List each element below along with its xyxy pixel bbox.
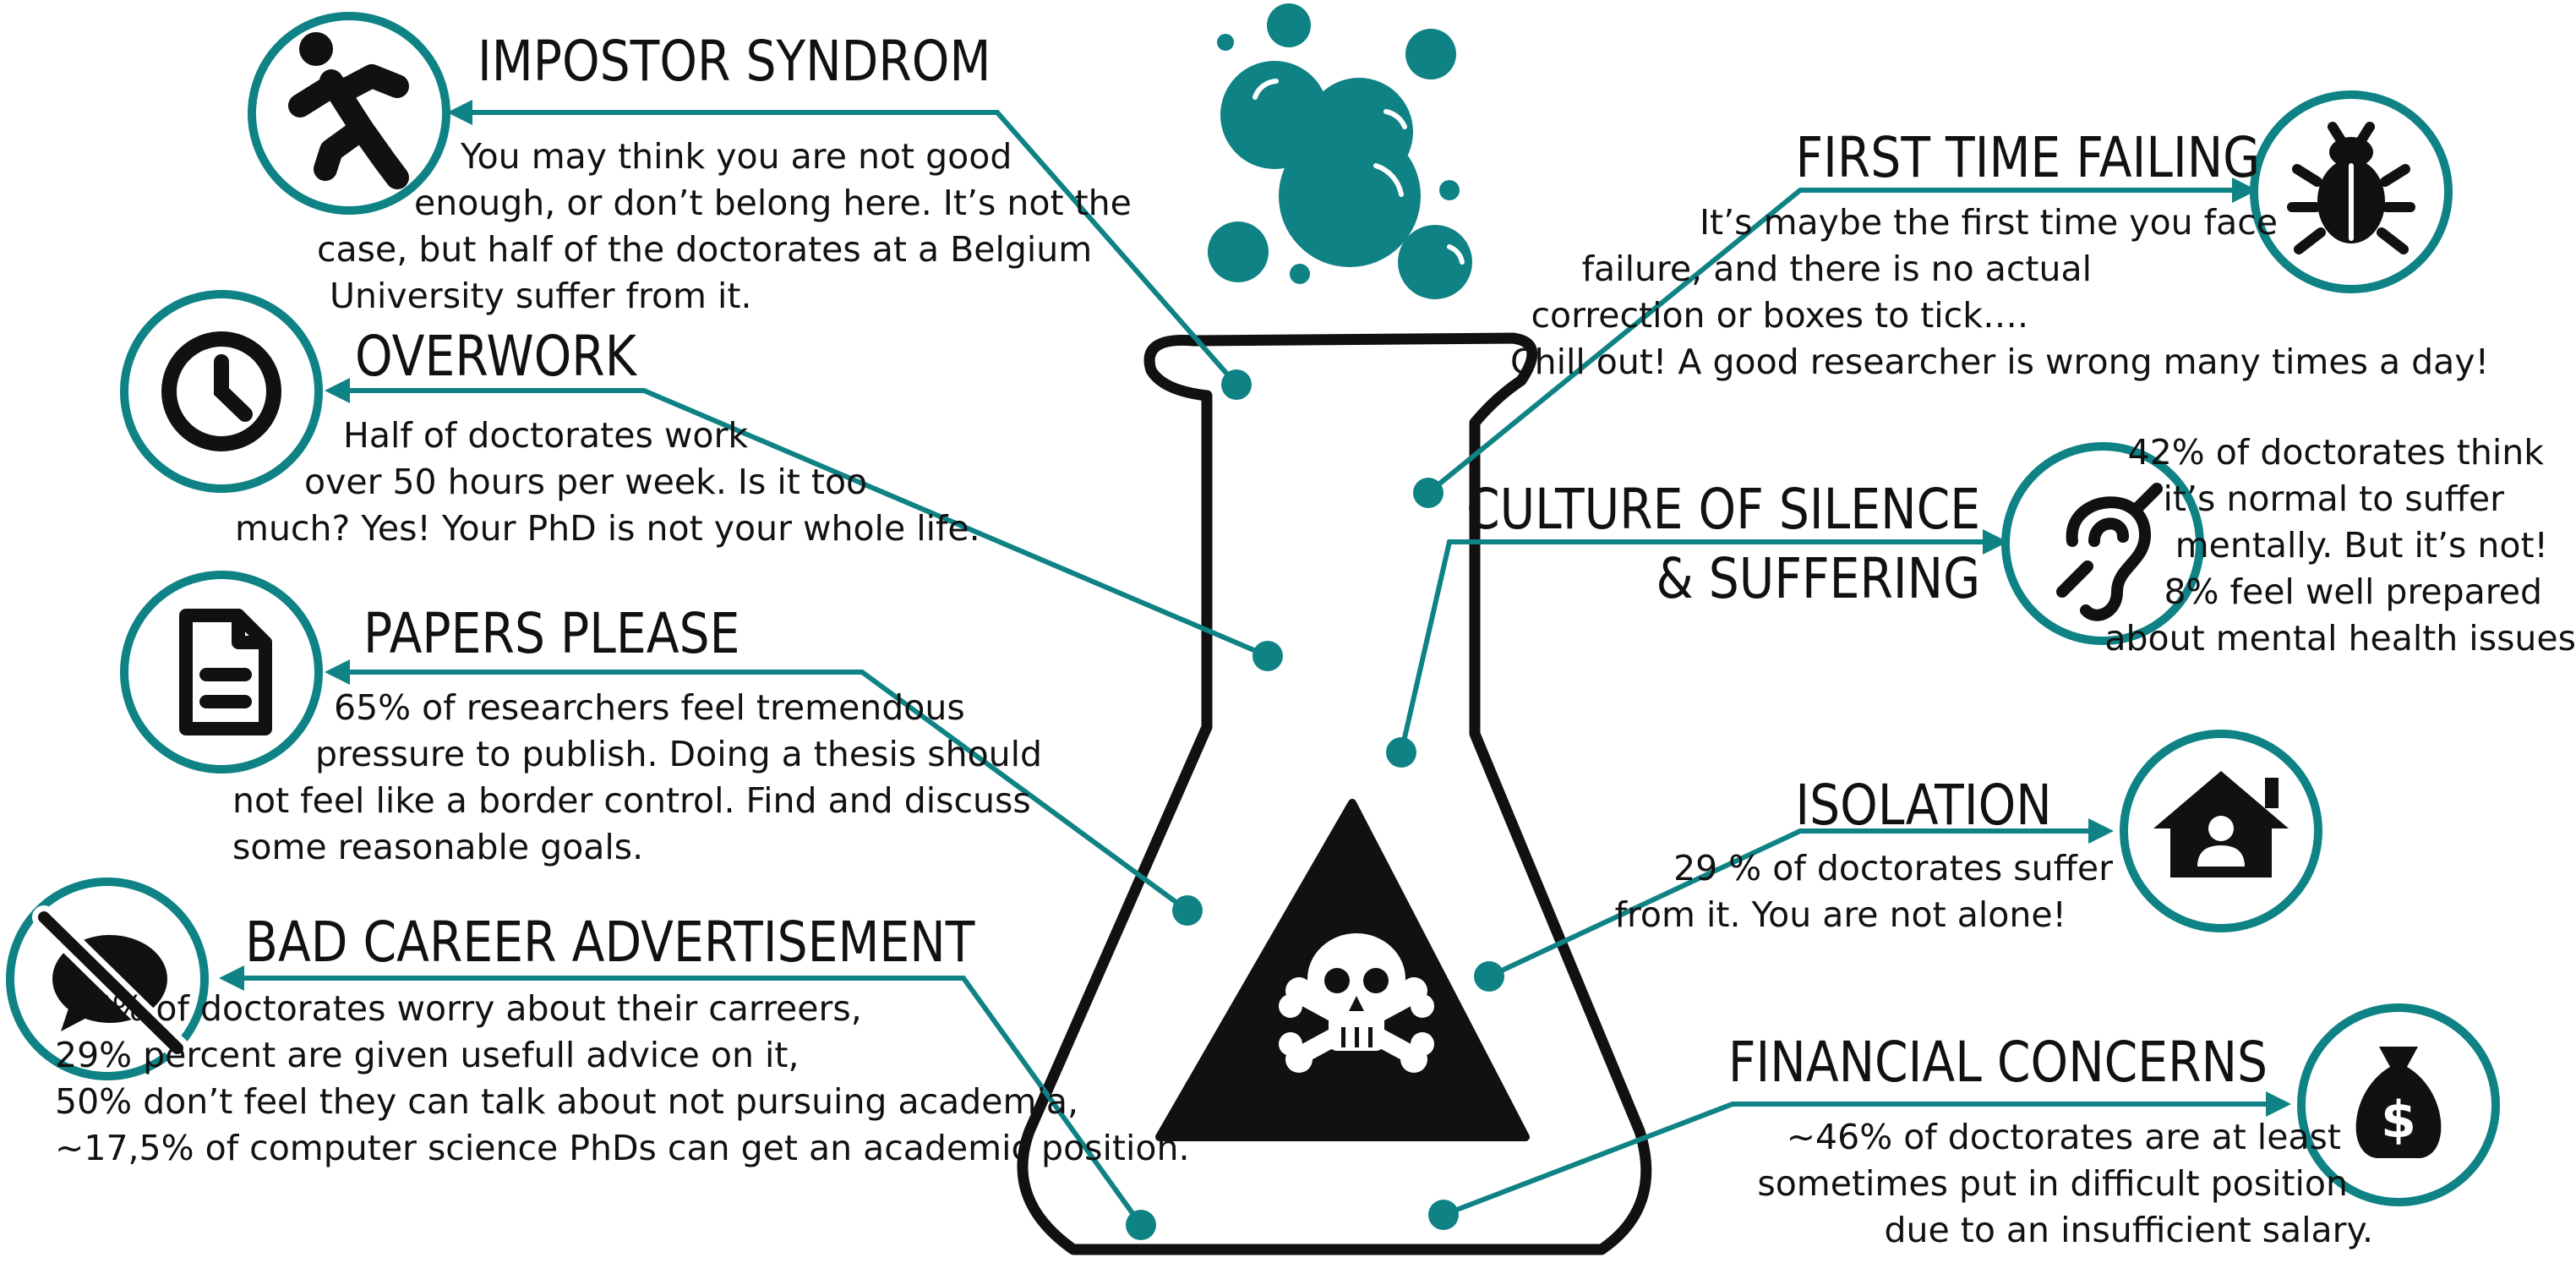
financial-title: FINANCIAL CONCERNS (1727, 1030, 2268, 1095)
flask-icon (1017, 332, 1652, 1255)
silence-title-line1: CULTURE OF SILENCE (1465, 477, 1980, 542)
papers-line: 65% of researchers feel tremendous (334, 687, 965, 728)
bug-icon (2287, 122, 2415, 254)
overwork-line: over 50 hours per week. Is it too (304, 462, 868, 502)
financial-line: ~46% of doctorates are at least (1786, 1117, 2341, 1157)
silence-text: 42% of doctorates think it’s normal to s… (2104, 429, 2576, 662)
silence-line: 8% feel well prepared (2164, 571, 2542, 612)
falling-person-icon (288, 32, 409, 189)
career-line: 29% percent are given usefull advice on … (55, 1035, 800, 1075)
silence-title-line2: & SUFFERING (1656, 546, 1980, 611)
papers-text: 65% of researchers feel tremendous press… (232, 685, 1042, 871)
papers-title: PAPERS PLEASE (363, 601, 740, 666)
isolation-title: ISOLATION (1795, 773, 2052, 838)
career-title: BAD CAREER ADVERTISEMENT (245, 910, 975, 975)
financial-line: sometimes put in difficult position (1757, 1163, 2348, 1204)
financial-line: due to an insufficient salary. (1884, 1210, 2373, 1250)
overwork-title: OVERWORK (355, 324, 636, 389)
isolation-text: 29 % of doctorates suffer from it. You a… (1615, 845, 2113, 938)
papers-line: some reasonable goals. (232, 827, 644, 867)
connectors (219, 100, 2291, 1227)
skull-crossbones-warning-icon (1155, 799, 1530, 1141)
impostor-line: You may think you are not good (461, 136, 1012, 177)
muted-speech-bubble-icon (32, 905, 189, 1060)
overwork-line: Half of doctorates work (343, 415, 749, 456)
impostor-line: University suffer from it. (330, 276, 752, 316)
hearing-impaired-ear-icon (2056, 483, 2163, 621)
papers-line: pressure to publish. Doing a thesis shou… (315, 734, 1043, 774)
clock-icon (161, 331, 281, 451)
failing-title: FIRST TIME FAILING (1795, 125, 2260, 190)
silence-line: mentally. But it’s not! (2175, 525, 2548, 566)
isolation-line: from it. You are not alone! (1614, 894, 2066, 935)
money-bag-icon: $ (2355, 1047, 2442, 1158)
impostor-text: You may think you are not good enough, o… (317, 134, 1132, 320)
impostor-title: IMPOSTOR SYNDROM (478, 29, 991, 94)
isolation-line: 29 % of doctorates suffer (1673, 848, 2113, 888)
impostor-line: enough, or don’t belong here. It’s not t… (414, 183, 1132, 223)
failing-line: failure, and there is no actual (1581, 249, 2092, 289)
bubbles-icon (1208, 3, 1472, 299)
silence-line: it’s normal to suffer (2163, 478, 2504, 519)
failing-line: It’s maybe the first time you face (1699, 202, 2278, 243)
overwork-text: Half of doctorates work over 50 hours pe… (235, 413, 980, 552)
failing-text: It’s maybe the first time you face failu… (1510, 200, 2489, 385)
silence-line: about mental health issues (2104, 618, 2576, 659)
financial-text: ~46% of doctorates are at least sometime… (1757, 1114, 2373, 1254)
papers-line: not feel like a border control. Find and… (232, 780, 1031, 821)
career-text: 36% of doctorates worry about their carr… (55, 986, 1190, 1172)
document-icon (179, 609, 272, 735)
overwork-line: much? Yes! Your PhD is not your whole li… (235, 508, 980, 549)
impostor-line: case, but half of the doctorates at a Be… (317, 229, 1093, 270)
connector-dots (1126, 369, 1504, 1240)
career-line: 36% of doctorates worry about their carr… (68, 988, 862, 1029)
career-line: 50% don’t feel they can talk about not p… (55, 1081, 1079, 1122)
svg-text:$: $ (2381, 1091, 2416, 1150)
failing-line: correction or boxes to tick…. (1531, 295, 2028, 336)
house-person-icon (2153, 771, 2289, 878)
failing-line: Chill out! A good researcher is wrong ma… (1509, 342, 2489, 382)
silence-line: 42% of doctorates think (2127, 432, 2544, 473)
career-line: ~17,5% of computer science PhDs can get … (55, 1128, 1190, 1168)
